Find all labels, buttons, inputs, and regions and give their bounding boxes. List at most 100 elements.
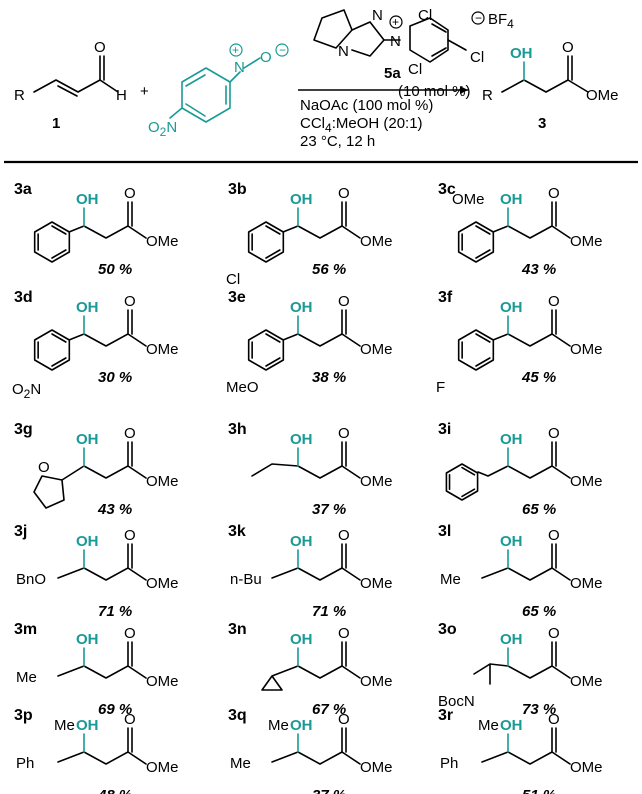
methoxy-label: OMe — [360, 673, 393, 690]
methyl-label: Me — [54, 717, 75, 734]
product-r-group: R — [482, 87, 493, 104]
hydroxyl-label: OH — [76, 631, 99, 648]
compound-id: 3n — [228, 621, 247, 638]
compound-id: 3i — [438, 421, 451, 438]
substrate-enal: R O H 1 — [14, 39, 127, 132]
compound-id: 3m — [14, 621, 37, 638]
product-general: R OH O OMe 3 — [482, 39, 619, 132]
methoxy-label: OMe — [570, 341, 603, 358]
boc-piperidine-label: BocN — [438, 693, 475, 710]
product-cell-3p: 3pPhMeOHOOMe48 % — [14, 707, 179, 794]
hydroxyl-label: OH — [290, 191, 313, 208]
negative-charge-sign: − — [279, 43, 286, 57]
compound-id: 3l — [438, 523, 451, 540]
substituent-label: Me — [16, 669, 37, 686]
r-group-label: R — [14, 87, 25, 104]
methoxy-label: OMe — [146, 673, 179, 690]
substituent-label: F — [436, 379, 445, 396]
substituent-label: Me — [440, 571, 461, 588]
carbonyl-oxygen-label: O — [548, 711, 560, 728]
compound-id: 3r — [438, 707, 453, 724]
compound-id: 3f — [438, 289, 453, 306]
methoxy-label: OMe — [360, 233, 393, 250]
carbonyl-oxygen-label: O — [338, 185, 350, 202]
product-hydroxyl: OH — [510, 45, 533, 62]
compound-id: 3k — [228, 523, 246, 540]
hydroxyl-label: OH — [500, 299, 523, 316]
carbonyl-oxygen-label: O — [124, 527, 136, 544]
hydroxyl-label: OH — [76, 717, 99, 734]
carbonyl-oxygen-label: O — [338, 711, 350, 728]
triazole-nitrogen-label: N — [338, 43, 349, 60]
methoxy-label: OMe — [570, 575, 603, 592]
methoxy-label: OMe — [570, 673, 603, 690]
yield-label: 38 % — [312, 369, 346, 386]
methoxy-label: OMe — [570, 759, 603, 776]
carbonyl-oxygen-label: O — [338, 293, 350, 310]
hydrogen-label: H — [116, 87, 127, 104]
yield-label: 50 % — [98, 261, 132, 278]
carbonyl-oxygen-label: O — [338, 527, 350, 544]
substituent-label: Ph — [440, 755, 458, 772]
pyridine-nitrogen-label: N — [234, 59, 245, 76]
triazole-nitrogen-label-3: N — [390, 33, 401, 50]
methoxy-label: OMe — [360, 759, 393, 776]
hydroxyl-label: OH — [290, 533, 313, 550]
substituent-label: Cl — [226, 271, 240, 288]
hydroxyl-label: OH — [76, 299, 99, 316]
substituent-label: n-Bu — [230, 571, 262, 588]
yield-label: 51 % — [522, 787, 556, 794]
condition-temperature-time: 23 °C, 12 h — [300, 133, 375, 150]
yield-label: 71 % — [312, 603, 346, 620]
methoxy-label: OMe — [570, 233, 603, 250]
hydroxyl-label: OH — [500, 533, 523, 550]
compound-id: 3d — [14, 289, 33, 306]
yield-label: 43 % — [97, 501, 132, 518]
carbonyl-oxygen-label: O — [548, 625, 560, 642]
counterion-label: BF4 — [488, 11, 514, 31]
yield-label: 67 % — [312, 701, 346, 718]
carbonyl-oxygen-label: O — [338, 625, 350, 642]
chloro-label-1: Cl — [418, 7, 432, 24]
oxidant-nitropyridine-n-oxide: O2N N + O − — [148, 43, 289, 139]
product-methoxy: OMe — [586, 87, 619, 104]
chloro-label-3: Cl — [470, 49, 484, 66]
plus-sign: + — [140, 83, 149, 100]
hydroxyl-label: OH — [290, 717, 313, 734]
condition-solvent: CCl4:MeOH (20:1) — [300, 115, 423, 135]
methyl-label: Me — [478, 717, 499, 734]
methoxy-label: OMe — [146, 759, 179, 776]
compound-id: 3j — [14, 523, 27, 540]
chloro-label-2: Cl — [408, 61, 422, 78]
compound-id: 3p — [14, 707, 33, 724]
yield-label: 37 % — [312, 787, 346, 794]
substituent-label: Me — [230, 755, 251, 772]
negative-charge-icon — [275, 43, 289, 57]
catalyst-triazolium-5a: N N N + Cl Cl Cl − BF4 5a (10 mol %) — [313, 7, 514, 100]
substituent-label: OMe — [452, 191, 485, 208]
hydroxyl-label: OH — [76, 431, 99, 448]
positive-charge-sign: + — [232, 43, 239, 57]
catalyst-positive-charge-icon — [389, 15, 403, 29]
methyl-label: Me — [268, 717, 289, 734]
carbonyl-oxygen-label: O — [548, 527, 560, 544]
carbonyl-oxygen-label: O — [548, 425, 560, 442]
methoxy-label: OMe — [360, 575, 393, 592]
methoxy-label: OMe — [146, 341, 179, 358]
hydroxyl-label: OH — [290, 299, 313, 316]
yield-label: 45 % — [521, 369, 556, 386]
yield-label: 73 % — [522, 701, 556, 718]
methoxy-label: OMe — [570, 473, 603, 490]
